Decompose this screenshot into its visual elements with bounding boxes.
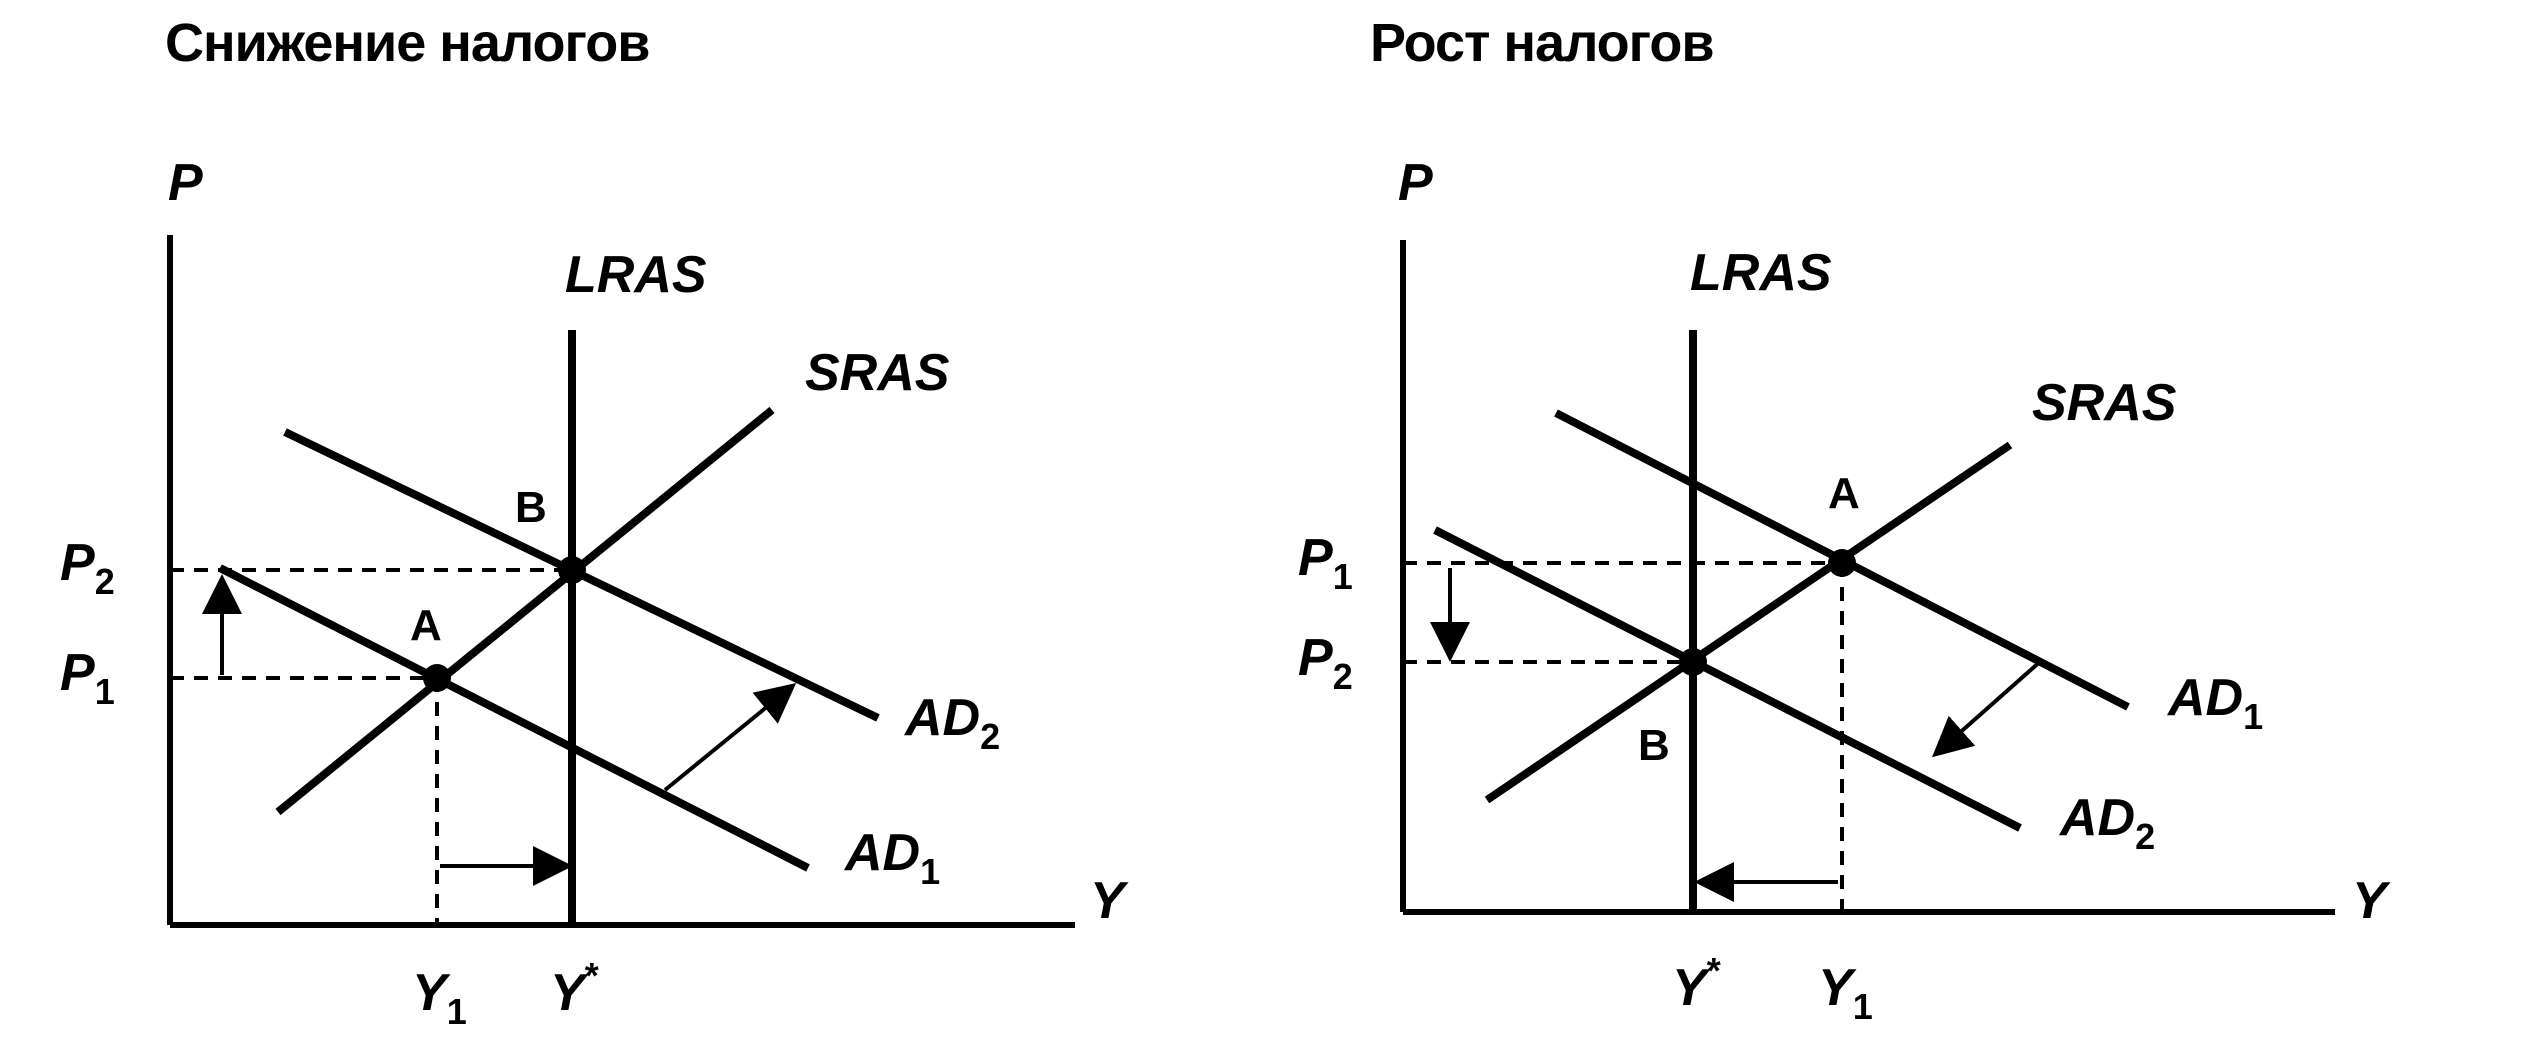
left-sras-label: SRAS [805,344,950,402]
left-ystar-tick: Y* [550,955,599,1022]
left-point-b-marker [558,556,586,584]
left-y1-tick: Y1 [412,964,467,1032]
left-ad2-label: AD2 [903,689,1000,757]
right-ad-shift-arrow [1932,658,2044,758]
right-ad1-label: AD1 [2166,669,2263,737]
left-sras-line [275,406,775,816]
left-ad-shift-arrow [663,682,797,792]
left-axis-p-label: P [168,154,203,212]
right-p1-tick: P1 [1298,529,1353,597]
right-sras-label: SRAS [2032,374,2177,432]
left-p2-tick: P2 [60,534,115,602]
left-panel-title: Снижение налогов [165,13,650,73]
right-axis-y-label: Y [2352,872,2391,930]
left-point-a-marker [423,664,451,692]
left-panel: P Y LRAS SRAS AD2 AD1 B A P2 P1 Y1 Y* [60,154,1129,1032]
right-point-a-label: A [1828,469,1860,518]
left-p1-tick: P1 [60,644,115,712]
right-axis-p-label: P [1398,154,1433,212]
right-point-b-marker [1679,648,1707,676]
right-p2-tick: P2 [1298,629,1353,697]
right-ystar-tick: Y* [1672,950,1721,1017]
right-ad2-line [1433,526,2022,832]
left-axis-y-label: Y [1090,872,1129,930]
left-ad1-label: AD1 [843,824,940,892]
right-ad2-label: AD2 [2058,789,2155,857]
right-panel: P Y LRAS SRAS AD1 AD2 A B P1 P2 Y* Y1 [1298,154,2391,1027]
left-ad1-line [218,564,810,872]
right-point-b-label: B [1638,721,1670,770]
right-point-a-marker [1828,549,1856,577]
right-lras-label: LRAS [1690,244,1832,302]
left-point-b-label: B [515,483,547,532]
right-sras-line [1484,441,2013,804]
right-y1-tick: Y1 [1818,959,1873,1027]
right-panel-title: Рост налогов [1370,13,1715,73]
left-point-a-label: A [410,601,442,650]
left-lras-label: LRAS [565,246,707,304]
